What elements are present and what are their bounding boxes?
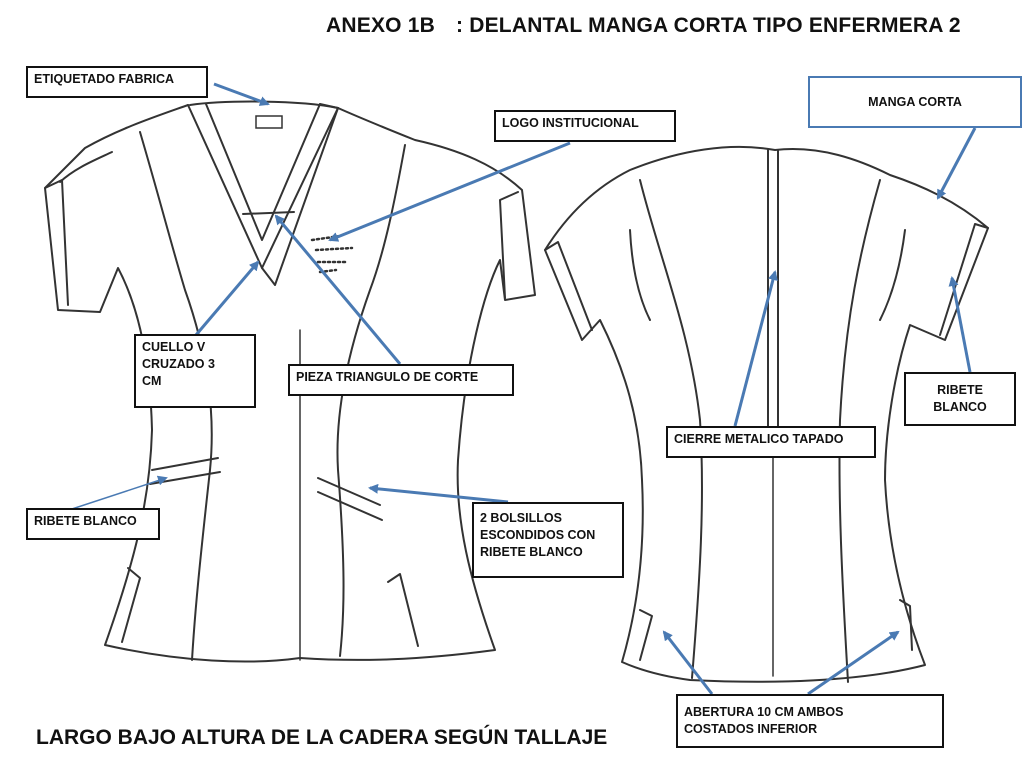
arrow-manga <box>936 127 977 200</box>
label-cierre-metalico: CIERRE METALICO TAPADO <box>666 426 876 458</box>
label-pieza-triangulo: PIEZA TRIANGULO DE CORTE <box>288 364 514 396</box>
arrow-cuello <box>194 260 260 336</box>
title-description: : DELANTAL MANGA CORTA TIPO ENFERMERA 2 <box>456 14 961 37</box>
arrow-pieza <box>274 214 402 365</box>
label-manga-corta: MANGA CORTA <box>808 76 1022 128</box>
label-abertura: ABERTURA 10 CM AMBOS COSTADOS INFERIOR <box>676 694 944 748</box>
arrow-abertura-left <box>662 630 714 695</box>
arrow-bolsillos <box>368 483 509 504</box>
label-cuello-v: CUELLO V CRUZADO 3 CM <box>134 334 256 408</box>
arrow-logo <box>328 141 571 242</box>
arrow-etiquetado <box>213 82 270 106</box>
arrow-cierre <box>733 270 778 427</box>
page-title: ANEXO 1B : DELANTAL MANGA CORTA TIPO ENF… <box>0 10 1024 44</box>
arrow-ribete-right <box>948 276 972 373</box>
label-bolsillos: 2 BOLSILLOS ESCONDIDOS CON RIBETE BLANCO <box>472 502 624 578</box>
title-code: ANEXO 1B <box>326 14 435 37</box>
label-etiquetado-fabrica: ETIQUETADO FABRICA <box>26 66 208 98</box>
label-tag-shape <box>255 115 283 129</box>
label-ribete-blanco-right: RIBETE BLANCO <box>904 372 1016 426</box>
arrow-ribete-left <box>71 475 168 510</box>
arrow-abertura-right <box>807 630 900 696</box>
label-ribete-blanco-left: RIBETE BLANCO <box>26 508 160 540</box>
footer-note: LARGO BAJO ALTURA DE LA CADERA SEGÚN TAL… <box>36 726 608 749</box>
annotation-arrows <box>71 82 977 696</box>
label-logo-institucional: LOGO INSTITUCIONAL <box>494 110 676 142</box>
